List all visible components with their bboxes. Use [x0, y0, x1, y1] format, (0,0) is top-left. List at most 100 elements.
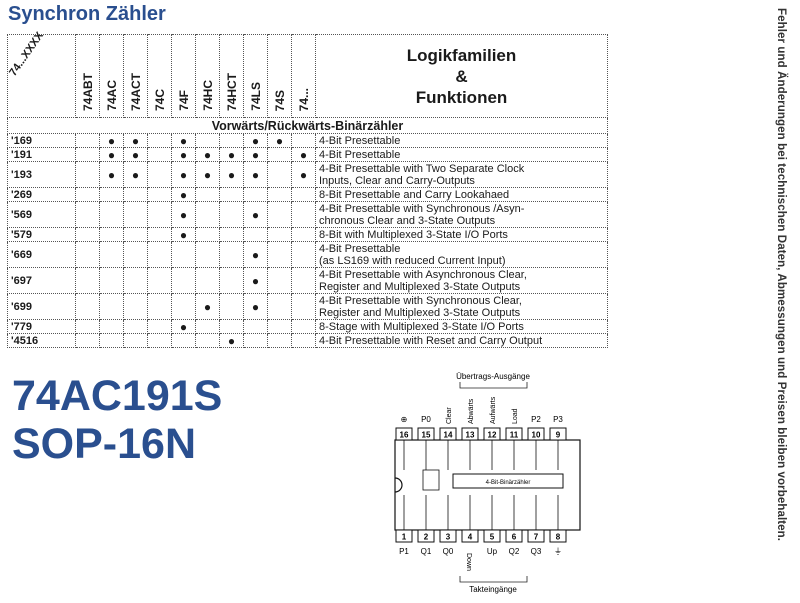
availability-dot: ●	[131, 167, 140, 182]
family-cell: ●	[291, 161, 316, 188]
column-header-label: 74AC	[104, 80, 119, 111]
function-description: 4-Bit Presettable(as LS169 with reduced …	[315, 241, 608, 268]
column-header-2: 74ACT	[123, 34, 148, 118]
column-header-5: 74HC	[195, 34, 220, 118]
function-description: 4-Bit Presettable with Two Separate Cloc…	[315, 161, 608, 188]
family-cell	[123, 241, 148, 268]
family-cell	[147, 147, 172, 162]
family-cell	[267, 319, 292, 334]
top-pin-number: 12	[488, 431, 497, 440]
top-pin-label: ⊕	[401, 415, 408, 424]
availability-dot: ●	[251, 147, 260, 162]
function-line: 4-Bit Presettable with Asynchronous Clea…	[319, 268, 527, 281]
availability-dot: ●	[251, 247, 260, 262]
column-header-label: 74C	[152, 88, 167, 111]
function-line: 4-Bit Presettable with Two Separate Cloc…	[319, 162, 525, 175]
availability-dot: ●	[251, 273, 260, 288]
family-cell	[75, 201, 100, 228]
table-row: '697●4-Bit Presettable with Asynchronous…	[7, 267, 608, 294]
family-cell	[267, 333, 292, 348]
table-row: '569●●4-Bit Presettable with Synchronous…	[7, 201, 608, 228]
part-number: '699	[7, 293, 76, 320]
family-cell: ●	[219, 333, 244, 348]
family-cell	[171, 267, 196, 294]
family-cell	[99, 241, 124, 268]
availability-dot: ●	[251, 207, 260, 222]
availability-dot: ●	[251, 299, 260, 314]
corner-header: 74...XXXX	[7, 30, 76, 118]
availability-dot: ●	[179, 187, 188, 202]
function-line: chronous Clear and 3-State Outputs	[319, 214, 496, 227]
column-header-7: 74LS	[243, 34, 268, 118]
family-cell	[291, 319, 316, 334]
part-number: '169	[7, 133, 76, 148]
bottom-pin-label: Up	[487, 547, 498, 556]
bottom-pin-label: ⏚	[554, 547, 562, 556]
top-pin-label: Aufwärts	[490, 396, 497, 424]
family-cell	[219, 241, 244, 268]
function-header-line-1: Logikfamilien	[406, 45, 517, 65]
family-cell	[291, 227, 316, 242]
family-cell	[147, 333, 172, 348]
function-line: Register and Multiplexed 3-State Outputs	[319, 306, 521, 319]
family-cell	[243, 187, 268, 202]
column-header-label: 74S	[272, 89, 287, 111]
family-cell	[123, 267, 148, 294]
function-description: 8-Bit Presettable and Carry Lookahaed	[315, 187, 608, 202]
family-cell	[147, 133, 172, 148]
column-header-label: 74ABT	[80, 72, 95, 111]
side-note-text: Fehler und Änderungen bei technischen Da…	[775, 8, 787, 542]
function-description: 4-Bit Presettable	[315, 147, 608, 162]
family-cell	[75, 161, 100, 188]
family-cell: ●	[267, 133, 292, 148]
bottom-pin-label: Q0	[443, 547, 454, 556]
family-cell: ●	[243, 267, 268, 294]
availability-dot: ●	[107, 167, 116, 182]
family-cell: ●	[243, 133, 268, 148]
bottom-caption: Takteingänge	[469, 585, 517, 594]
family-cell	[267, 293, 292, 320]
family-cell	[195, 133, 220, 148]
bottom-pin-number: 4	[468, 533, 473, 542]
function-line: 8-Bit Presettable and Carry Lookahaed	[319, 188, 510, 201]
control-logic-box	[422, 469, 440, 491]
column-header-label: 74LS	[248, 82, 263, 111]
top-caption: Übertrags-Ausgänge	[456, 372, 530, 381]
family-cell	[291, 133, 316, 148]
family-cell	[75, 293, 100, 320]
availability-dot: ●	[251, 167, 260, 182]
bottom-pin-number: 5	[490, 533, 495, 542]
part-number: '191	[7, 147, 76, 162]
family-cell	[243, 227, 268, 242]
column-header-1: 74AC	[99, 34, 124, 118]
family-cell	[99, 201, 124, 228]
pin-group: 16⊕15P014Clear13Abwärts12Aufwärts11Load1…	[395, 396, 567, 571]
family-cell	[219, 319, 244, 334]
part-number: '579	[7, 227, 76, 242]
column-header-0: 74ABT	[75, 34, 100, 118]
bottom-pin-label: P1	[399, 547, 409, 556]
family-cell	[291, 241, 316, 268]
top-pin-number: 14	[444, 431, 453, 440]
family-cell	[99, 267, 124, 294]
family-cell	[171, 241, 196, 268]
bottom-pin-number: 7	[534, 533, 539, 542]
family-cell	[195, 227, 220, 242]
part-number: '4516	[7, 333, 76, 348]
family-cell: ●	[195, 161, 220, 188]
family-cell	[267, 161, 292, 188]
part-number: '193	[7, 161, 76, 188]
family-cell	[171, 333, 196, 348]
column-header-label: 74...	[296, 87, 311, 111]
family-cell	[75, 227, 100, 242]
family-cell	[171, 293, 196, 320]
family-cell	[219, 227, 244, 242]
top-pin-label: P3	[553, 415, 563, 424]
family-cell: ●	[171, 187, 196, 202]
table-row: '169●●●●●4-Bit Presettable	[7, 133, 608, 148]
family-cell	[291, 201, 316, 228]
bottom-pin-label: Down	[465, 553, 472, 571]
bottom-pin-number: 8	[556, 533, 561, 542]
